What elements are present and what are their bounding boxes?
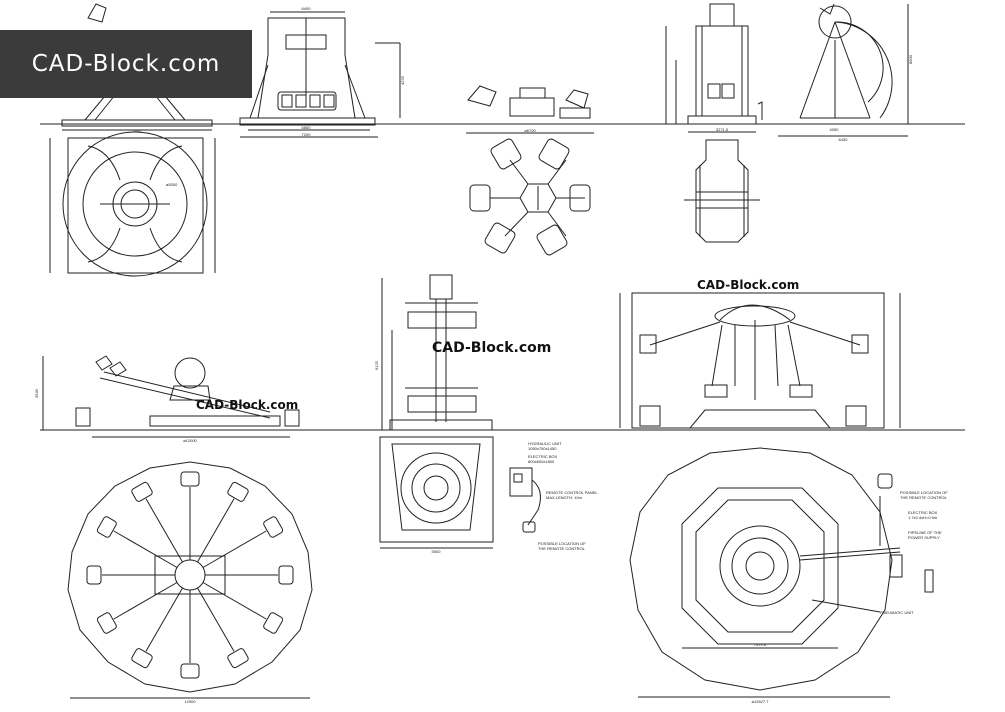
wave-swinger-plan: [629, 447, 934, 698]
arm-ride-elevation: [42, 355, 300, 438]
dim-12000a: ø12000: [183, 438, 197, 443]
arm-gondola: [86, 565, 102, 585]
note-electric-size: 800x600x1800: [528, 459, 555, 464]
dim-8900: 8900: [908, 54, 913, 64]
arm-gondola: [131, 648, 153, 669]
wave-swinger-notes: POSSIBLE LOCATION OF THE REMOTE CONTROL …: [880, 490, 948, 615]
note-r-possible-1: POSSIBLE LOCATION OF: [900, 490, 948, 495]
dim-3540: 3540: [34, 388, 39, 398]
arm-spoke: [145, 498, 183, 563]
dim-12900: 12900: [184, 699, 196, 704]
arm-gondola: [180, 663, 200, 679]
arm-gondola: [131, 481, 153, 502]
tower-frame-elevation: [665, 3, 763, 133]
arm-gondola: [227, 481, 249, 502]
site-banner: CAD-Block.com: [0, 30, 252, 98]
pendulum-ride-plan: [49, 131, 216, 277]
drop-tower-elevation: [381, 274, 493, 431]
note-r-electric-size: 1.7x0.4xH=0.9m: [908, 515, 938, 520]
dim-4225: 4225: [400, 75, 405, 85]
dim-12627: ø12627.7: [752, 699, 770, 704]
note-r-pipeline-2: POWER SUPPLY: [908, 535, 940, 540]
loop-swing-elevation: [778, 3, 909, 137]
note-r-possible-2: THE REMOTE CONTROL: [900, 495, 948, 500]
cup-ride-elevation: [466, 85, 594, 134]
arm-gondola: [180, 471, 200, 487]
arm-gondola: [278, 565, 294, 585]
dim-9125: 9125: [374, 360, 379, 370]
watermark-left: CAD-Block.com: [196, 398, 299, 412]
drop-tower-plan: [379, 436, 494, 549]
note-max-length: MAX LENGTH: 10m: [546, 495, 583, 500]
note-r-electric-box: ELECTRIC BOX: [908, 510, 938, 515]
arm-spoke: [202, 530, 267, 568]
arm-spoke: [145, 587, 183, 652]
note-electric-box: ELECTRIC BOX: [528, 454, 558, 459]
cup-ride-plan: [469, 138, 591, 256]
arm-gondola: [96, 516, 117, 538]
dim-3271: 3271.5: [716, 127, 729, 132]
note-possible-remote-2: THE REMOTE CONTROL: [538, 546, 586, 551]
dim-7674: 7674.8: [754, 642, 767, 647]
watermark-center: CAD-Block.com: [432, 340, 552, 356]
arm-gondola: [227, 648, 249, 669]
note-hydraulic: HYDRAULIC UNIT: [528, 441, 562, 446]
arm-gondola: [96, 612, 117, 634]
control-notes: HYDRAULIC UNIT 1050x750x1450 ELECTRIC BO…: [528, 441, 598, 551]
watermark-right: CAD-Block.com: [697, 278, 800, 292]
note-remote-panel: REMOTE CONTROL PANEL: [546, 490, 598, 495]
arm-gondola: [263, 612, 284, 634]
dim-7800: 7800: [133, 128, 143, 133]
arm-spoke: [113, 582, 178, 620]
note-possible-remote: POSSIBLE LOCATION OF: [538, 541, 586, 546]
note-r-pneumatic: PNEUMATIC UNIT: [880, 610, 914, 615]
dim-5500: 5500: [432, 549, 442, 554]
dim-7200: 7200: [302, 132, 312, 137]
note-r-pipeline-1: PIPELINE OF THE: [908, 530, 942, 535]
note-hydraulic-size: 1050x750x1450: [528, 446, 557, 451]
arm-spoke: [197, 498, 235, 563]
wave-swinger-elevation: [619, 292, 901, 429]
arm-ride-spokes: [86, 471, 294, 679]
dim-6400: 6400: [302, 6, 312, 11]
dim-6430: 6430: [839, 137, 849, 142]
dim-4050: 4050: [830, 127, 840, 132]
control-units: [509, 467, 541, 533]
tower-frame-plan: [684, 139, 760, 243]
arm-spoke: [113, 530, 178, 568]
dim-5850: 5850: [302, 125, 312, 130]
dim-6700: ø6700: [524, 128, 536, 133]
frame-swing-elevation: [239, 11, 401, 138]
arm-gondola: [263, 516, 284, 538]
arm-spoke: [197, 587, 235, 652]
arm-spoke: [202, 582, 267, 620]
dim-5300: ø5300: [166, 182, 178, 187]
